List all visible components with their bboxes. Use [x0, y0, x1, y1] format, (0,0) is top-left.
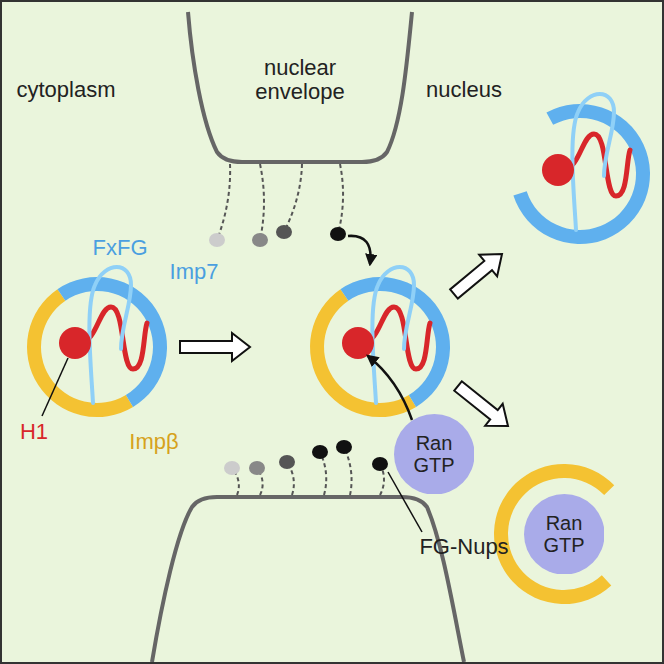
fg-nup-strand — [284, 164, 302, 232]
fg-nup-strand — [260, 164, 264, 240]
fg-nup-strand — [344, 447, 352, 495]
compartment-label: nuclear envelope — [245, 56, 355, 104]
h1-globular-domain — [342, 327, 374, 359]
import-complex — [27, 267, 167, 417]
fg-nup-head — [330, 227, 346, 241]
importin-ring — [57, 277, 167, 407]
process-arrow — [445, 243, 511, 305]
rangtp-circle: Ran GTP — [394, 414, 475, 495]
fxfg-loop — [89, 267, 131, 403]
fg-nup-head — [209, 233, 225, 247]
compartment-label: nucleus — [426, 78, 502, 102]
import-complex — [310, 267, 450, 417]
fg-nup-head — [276, 225, 292, 239]
protein-label: Impβ — [129, 430, 178, 454]
node-text: Ran GTP — [409, 432, 459, 476]
structure-label: FG-Nups — [419, 535, 508, 559]
fg-nup-head — [372, 457, 388, 471]
fg-nup-head — [336, 440, 352, 454]
fxfg-loop — [572, 94, 614, 230]
protein-label: H1 — [20, 420, 48, 444]
fg-nup-head — [312, 445, 328, 459]
fg-nup-head — [252, 233, 268, 247]
importin-ring — [513, 104, 650, 244]
fg-nup-head — [224, 461, 240, 475]
node-text: Ran GTP — [539, 512, 589, 556]
fg-nup-head — [279, 455, 295, 469]
compartment-label: cytoplasm — [16, 78, 115, 102]
h1-globular-domain — [542, 154, 574, 186]
binding-arrow — [348, 236, 371, 264]
fg-nup-strand — [217, 164, 230, 240]
leader-line — [42, 358, 68, 416]
h1-globular-domain — [59, 327, 91, 359]
impbeta-rangtp-complex — [494, 464, 614, 604]
binding-arrow — [368, 356, 412, 420]
nuclear-envelope — [152, 497, 464, 662]
fg-nup-strand — [338, 164, 343, 234]
protein-label: Imp7 — [170, 260, 219, 284]
process-arrow — [180, 333, 250, 361]
rangtp-circle: Ran GTP — [524, 494, 605, 575]
nuclear-envelope — [188, 12, 412, 162]
imp7-h1-complex — [513, 94, 650, 244]
importin-ring — [494, 464, 614, 604]
motif-label: FxFG — [93, 236, 148, 260]
fg-nup-head — [249, 461, 265, 475]
